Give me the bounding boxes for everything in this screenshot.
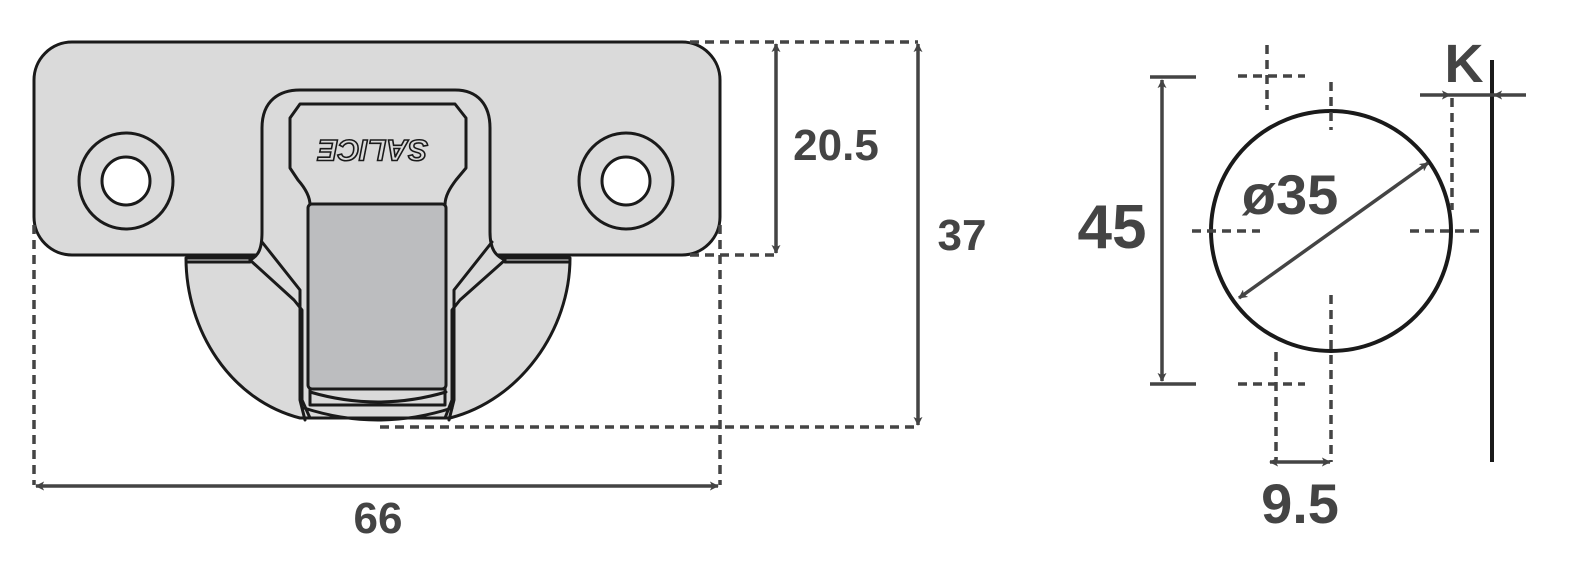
left-screw-hole: [77, 131, 175, 231]
dimension-screw-offset-label: 9.5: [1261, 472, 1339, 535]
dimension-screw-spacing: 45: [1078, 75, 1196, 386]
right-screw-hole: [577, 131, 675, 231]
screw-hole-mark-top: [1238, 45, 1305, 110]
hinge-part: SALICE: [32, 40, 722, 422]
dimension-plate-height: 20.5: [771, 43, 879, 254]
hinge-arm-slot: [306, 202, 448, 391]
hinge-lower-lip-2: [302, 406, 454, 422]
dimension-screw-spacing-label: 45: [1078, 193, 1147, 262]
hinge-lower-lip: [308, 390, 448, 404]
dimension-width-label: 66: [354, 494, 403, 543]
hinge-left-wing: [260, 240, 307, 422]
dimension-width: 66: [35, 481, 719, 543]
hinge-right-wing: [447, 240, 494, 422]
dimension-total-height-label: 37: [938, 211, 987, 260]
screw-hole-mark-bottom: [1238, 352, 1305, 462]
dimension-cup-diameter: ø35: [1237, 161, 1430, 300]
drilling-diagram: [1192, 45, 1494, 462]
dimension-screw-offset: 9.5: [1261, 457, 1339, 535]
dimension-edge-distance-label: K: [1445, 34, 1484, 94]
dimension-total-height: 37: [913, 43, 987, 426]
dimension-cup-diameter-label: ø35: [1242, 163, 1339, 226]
dimension-edge-distance: K: [1420, 34, 1526, 100]
brand-mark: SALICE: [317, 133, 428, 166]
dimension-plate-height-label: 20.5: [793, 121, 879, 170]
